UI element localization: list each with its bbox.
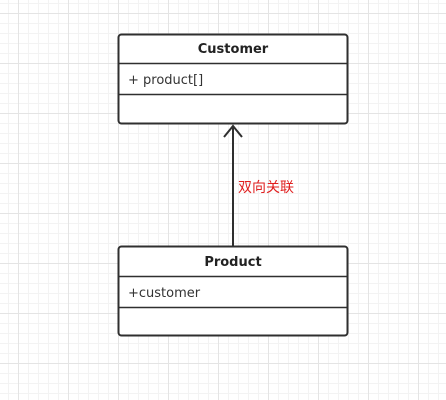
class-product-name: Product [204, 255, 261, 270]
arrowhead-icon [223, 124, 243, 138]
class-customer-name: Customer [198, 42, 269, 57]
class-customer[interactable]: Customer + product[] [117, 33, 349, 125]
class-product-attribute: +customer [128, 286, 201, 301]
association-label: 双向关联 [238, 180, 294, 196]
class-customer-attribute: + product[] [128, 73, 203, 88]
class-product-box [117, 245, 349, 337]
class-product[interactable]: Product +customer [117, 245, 349, 337]
association-arrow[interactable] [223, 124, 243, 246]
class-customer-box [117, 33, 349, 125]
